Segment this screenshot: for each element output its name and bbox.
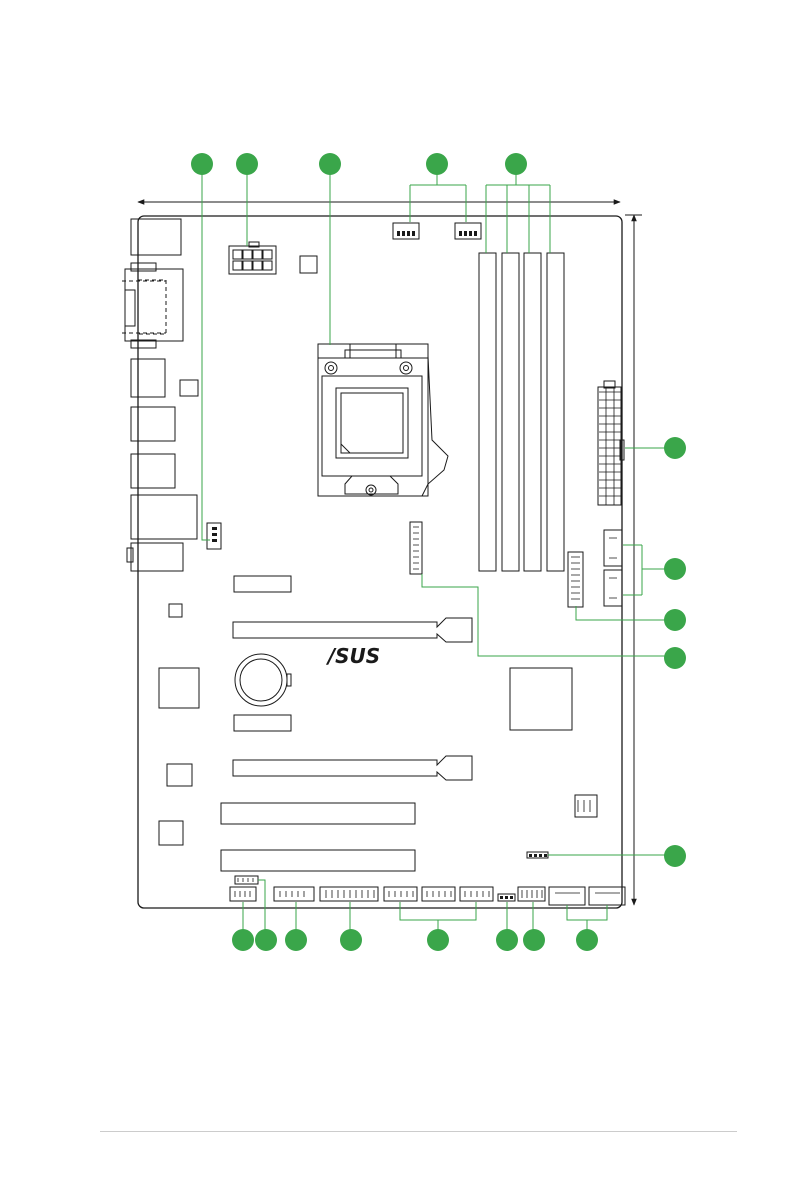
callout-11 (232, 929, 254, 951)
footer-rule (100, 1131, 737, 1132)
pch-chipset (510, 668, 572, 730)
cpu-fan-header (393, 223, 419, 239)
callout-12 (255, 929, 277, 951)
rear-io-lan-port (131, 495, 197, 539)
callout-2 (236, 153, 258, 175)
sata-port-horizontal-1 (549, 887, 585, 905)
front-audio-header (230, 887, 256, 901)
sata-port-vertical-2 (604, 570, 622, 606)
board-logo: /SUS (326, 644, 380, 668)
dimm-slot-b1 (524, 253, 541, 571)
board-outline (138, 216, 622, 908)
callout-7 (664, 558, 686, 580)
callout-6 (664, 437, 686, 459)
callout-4 (426, 153, 448, 175)
rear-io-dvi-port (131, 359, 165, 397)
cpu-fan-pins (397, 231, 415, 236)
callout-17 (523, 929, 545, 951)
callout-13 (285, 929, 307, 951)
sata-port-vertical-1 (604, 530, 622, 566)
cmos-battery (235, 654, 287, 706)
dimm-slot-a1 (479, 253, 496, 571)
pcie-x16-slot-2 (233, 756, 472, 780)
pci-slot-2 (221, 850, 415, 871)
callout-16 (496, 929, 518, 951)
callout-8 (664, 609, 686, 631)
callout-1 (191, 153, 213, 175)
com-header (320, 887, 378, 901)
pin-header-vertical (410, 522, 422, 574)
callout-9 (664, 647, 686, 669)
pcie-x1-slot-1 (234, 576, 291, 592)
callout-5 (505, 153, 527, 175)
callout-14 (340, 929, 362, 951)
dimm-slot-a2 (502, 253, 519, 571)
callout-18 (576, 929, 598, 951)
cpu-opt-fan-header (455, 223, 481, 239)
cpu-socket (318, 344, 448, 496)
sata-port-horizontal-2 (589, 887, 625, 905)
callout-15 (427, 929, 449, 951)
rear-io-audio-port (131, 543, 183, 571)
callout-3 (319, 153, 341, 175)
pcie-x16-slot-1 (233, 618, 472, 642)
audio-jumper (235, 876, 258, 884)
callout-10 (664, 845, 686, 867)
pci-slot-1 (221, 803, 415, 824)
dimm-slot-b2 (547, 253, 564, 571)
pcie-x1-slot-2 (234, 715, 291, 731)
